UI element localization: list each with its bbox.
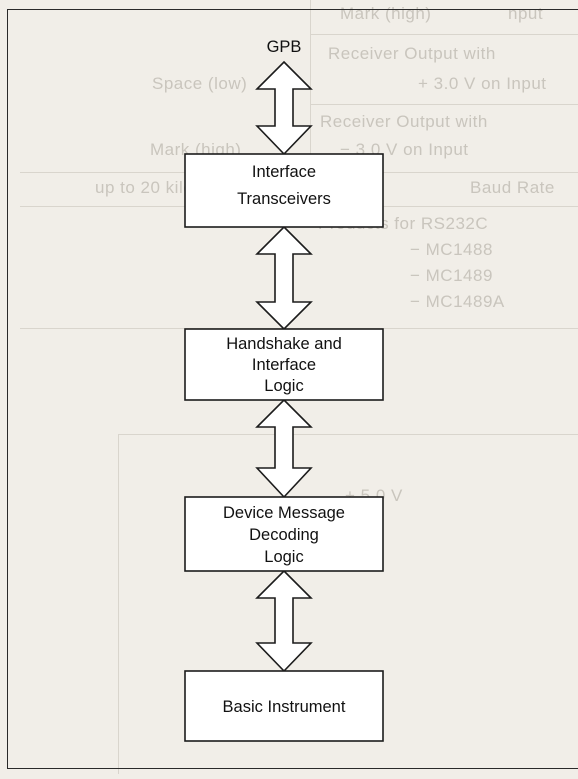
device-message-decoding-logic-block: Device Message Decoding Logic [184,496,384,572]
interface-transceivers-block: Interface Transceivers [184,153,384,228]
bleed-row-2-left: Receiver Output with [328,44,496,63]
bleed-rule [310,104,578,105]
gpb-label: GPB [267,38,302,56]
figure-frame [7,9,578,769]
bleed-circuit-frame [118,434,578,435]
bleed-row-6-left: Baud Rate [470,178,555,197]
interface-transceivers-line-1: Interface [252,163,316,181]
decoding-logic-line-3: Logic [264,548,303,566]
basic-instrument-block: Basic Instrument [184,670,384,742]
bidirectional-arrow-transceivers-handshake [255,225,313,331]
bleed-row-9-left: − MC1489 [410,266,493,285]
bleed-row-3-right: Space (low) [152,74,248,93]
handshake-interface-logic-block: Handshake and Interface Logic [184,328,384,401]
bleed-row-1-left: nput [508,4,544,23]
bidirectional-arrow-gpb-transceivers [255,60,313,156]
bleed-circuit-frame [118,434,119,774]
handshake-logic-line-1: Handshake and [226,335,342,353]
bleed-row-8-left: − MC1488 [410,240,493,259]
bidirectional-arrow-handshake-decoding [255,398,313,499]
basic-instrument-label: Basic Instrument [223,698,346,716]
bleed-row-3-left: + 3.0 V on Input [418,74,547,93]
bidirectional-arrow-decoding-instrument [255,569,313,673]
bleed-rule [310,34,578,35]
decoding-logic-line-2: Decoding [249,526,319,544]
handshake-logic-line-2: Interface [252,356,316,374]
handshake-logic-line-3: Logic [264,377,303,395]
bleed-row-4-left: Receiver Output with [320,112,488,131]
bleed-row-10-left: − MC1489A [410,292,505,311]
decoding-logic-line-1: Device Message [223,504,345,522]
interface-transceivers-line-2: Transceivers [237,190,331,208]
bleed-row-1-right: Mark (high) [340,4,432,23]
bleed-rule [310,0,311,172]
